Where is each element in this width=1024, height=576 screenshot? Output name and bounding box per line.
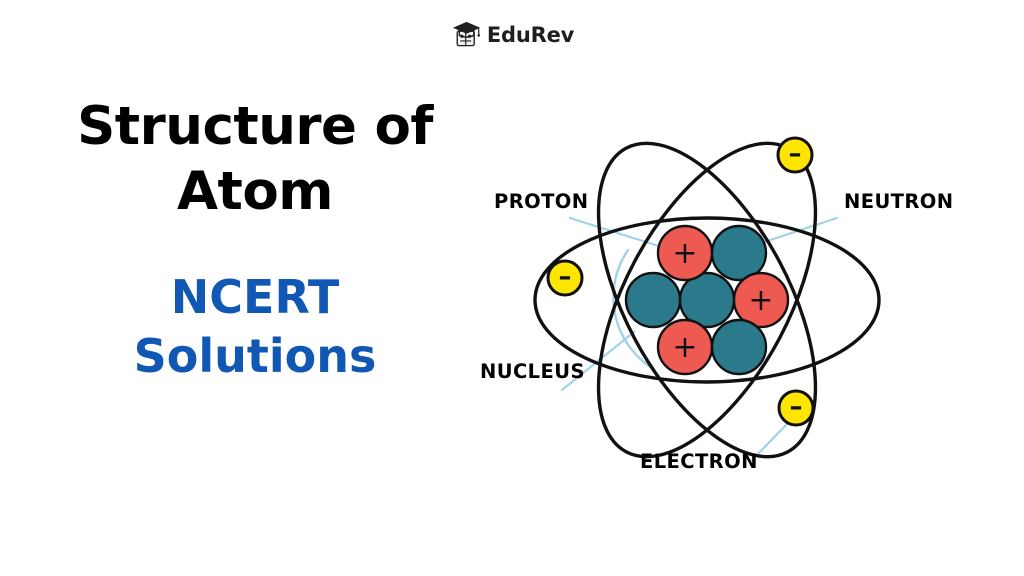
page-subtitle-line-2: Solutions — [133, 329, 377, 384]
leader-line-electron — [750, 420, 791, 462]
proton-charge-symbol: + — [672, 330, 697, 365]
electron-particle: – — [546, 259, 584, 297]
proton-particle: + — [656, 318, 714, 376]
label-neutron: NEUTRON — [844, 190, 954, 213]
electron-charge-symbol: – — [559, 262, 572, 292]
label-nucleus: NUCLEUS — [480, 360, 585, 383]
label-electron: ELECTRON — [640, 450, 758, 473]
electron-charge-symbol: – — [790, 392, 803, 422]
proton-charge-symbol: + — [672, 236, 697, 271]
electron-charge-symbol: – — [789, 139, 802, 169]
neutron-particle — [624, 271, 682, 329]
neutron-particle — [710, 318, 768, 376]
diagram-labels: PROTON NEUTRON NUCLEUS ELECTRON — [480, 190, 954, 473]
orbit-1 — [533, 216, 881, 384]
nucleus-highlight-arc — [612, 248, 654, 370]
page-title: Structure of Atom — [30, 95, 480, 224]
page-title-line-1: Structure of — [77, 96, 433, 157]
brand-name: EduRev — [486, 22, 575, 47]
page-title-line-2: Atom — [177, 160, 334, 222]
neutron-particle — [710, 224, 768, 282]
label-proton: PROTON — [494, 190, 588, 213]
proton-particle: + — [656, 224, 714, 282]
brand-logo: EduRev — [0, 18, 1024, 52]
electrons: – – – — [546, 136, 815, 427]
proton-charge-symbol: + — [748, 283, 773, 318]
proton-particle: + — [732, 271, 790, 329]
leader-line-proton — [568, 216, 667, 250]
graduation-cap-book-icon — [452, 21, 481, 47]
title-block: Structure of Atom NCERT Solutions — [30, 95, 480, 386]
page-subtitle-line-1: NCERT — [170, 270, 340, 325]
neutron-particle — [678, 271, 736, 329]
nucleus: + + + — [624, 224, 790, 376]
page-subtitle: NCERT Solutions — [30, 224, 480, 386]
electron-particle: – — [776, 136, 814, 174]
leader-line-nucleus — [560, 330, 636, 392]
atom-diagram: + + + – – – PROTON NEUTRON NUCLEUS ELECTRON — [452, 100, 1012, 500]
orbit-2 — [596, 141, 818, 459]
electron-particle: – — [777, 389, 815, 427]
atom-diagram-svg: + + + – – – PROTON NEUTRON NUCLEUS ELECTRON — [480, 136, 954, 473]
